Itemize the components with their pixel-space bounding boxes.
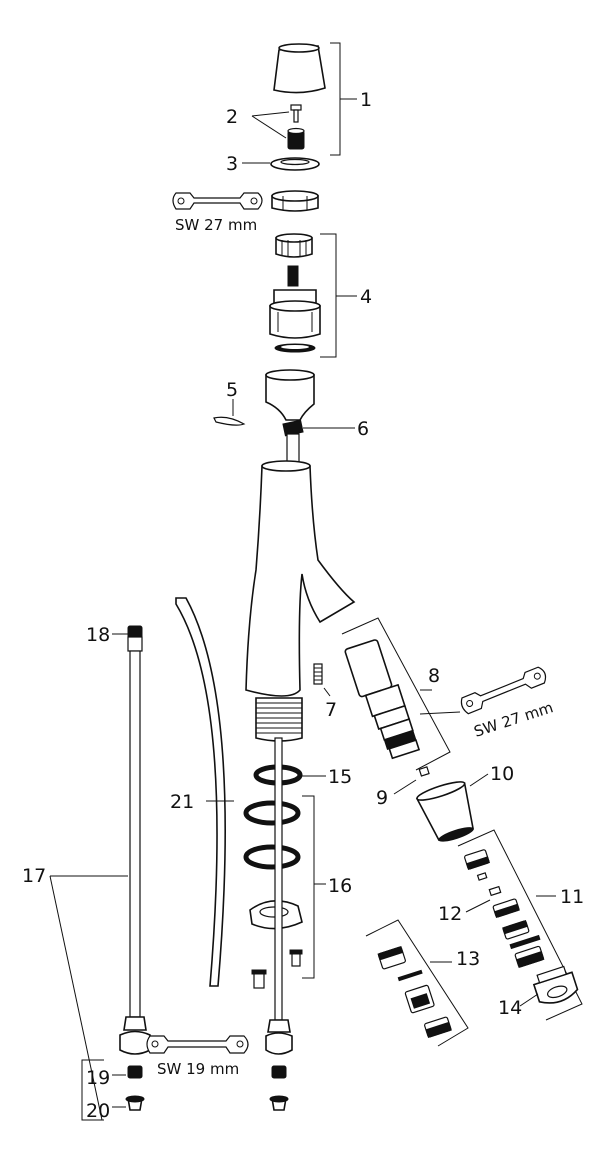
- part-aerator-set-11: [464, 849, 545, 968]
- part-aerator-cartridge: [344, 639, 421, 760]
- part-diverter-head: [265, 369, 315, 471]
- callout-7: 7: [325, 699, 337, 721]
- part-centre-hose: [265, 737, 293, 1111]
- wrench-size-right: SW 27 mm: [472, 698, 556, 741]
- callout-13: 13: [456, 948, 480, 970]
- part-spout-sleeve: [415, 781, 475, 842]
- part-screw-and-insert: [287, 104, 305, 150]
- part-mixer-body: [245, 460, 356, 742]
- callout-11: 11: [560, 886, 584, 908]
- part-drain-rod: [175, 597, 226, 987]
- part-stud: [313, 663, 323, 685]
- part-supply-hose: [119, 625, 151, 1111]
- callout-3: 3: [226, 153, 238, 175]
- callout-2: 2: [226, 106, 238, 128]
- callout-6: 6: [357, 418, 369, 440]
- callout-21: 21: [170, 791, 194, 813]
- callout-14: 14: [498, 997, 522, 1019]
- wrench-icon: [460, 666, 547, 715]
- callout-17: 17: [22, 865, 46, 887]
- callout-10: 10: [490, 763, 514, 785]
- wrench-icon: [146, 1035, 249, 1054]
- callout-19: 19: [86, 1067, 110, 1089]
- callout-12: 12: [438, 903, 462, 925]
- part-mounting-set: [243, 800, 303, 989]
- part-clip: [213, 416, 246, 426]
- callout-1: 1: [360, 89, 372, 111]
- callout-4: 4: [360, 286, 372, 308]
- wrench-icon: [172, 192, 263, 210]
- callout-15: 15: [328, 766, 352, 788]
- callout-8: 8: [428, 665, 440, 687]
- part-small-ring: [418, 766, 430, 777]
- part-cartridge: [269, 233, 321, 353]
- wrench-size-top: SW 27 mm: [175, 216, 257, 234]
- callout-18: 18: [86, 624, 110, 646]
- callout-9: 9: [376, 787, 388, 809]
- callout-5: 5: [226, 379, 238, 401]
- part-aerator-set-13: [377, 946, 452, 1039]
- callout-16: 16: [328, 875, 352, 897]
- part-aerator-key: [532, 965, 579, 1004]
- part-handle-cap: [273, 43, 326, 94]
- callout-20: 20: [86, 1100, 110, 1122]
- part-cover-ring: [270, 157, 320, 171]
- wrench-size-bottom: SW 19 mm: [157, 1060, 239, 1078]
- part-nut: [271, 190, 319, 212]
